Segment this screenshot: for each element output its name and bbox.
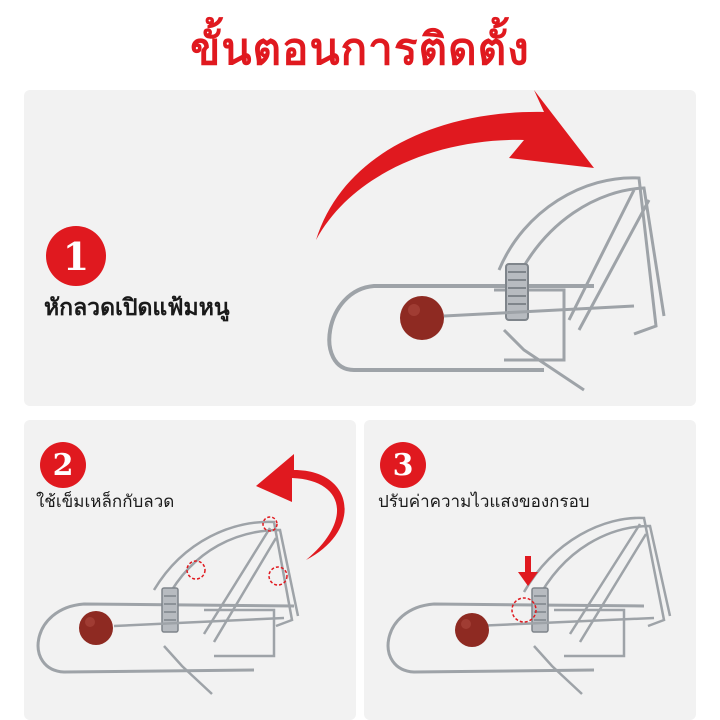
- step-3-panel: 3 ปรับค่าความไวแสงของกรอบ: [364, 420, 696, 720]
- step-3-label: ปรับค่าความไวแสงของกรอบ: [378, 492, 590, 512]
- step-2-panel: 2 ใช้เข็มเหล็กกับลวด: [24, 420, 356, 720]
- curved-arrow-icon: [316, 90, 594, 240]
- trap-illustration: [386, 516, 672, 695]
- curved-arrow-icon: [256, 454, 345, 560]
- step-2-label: ใช้เข็มเหล็กกับลวด: [36, 492, 175, 512]
- step-1-label: หักลวดเปิดแฟ้มหนู: [44, 295, 230, 321]
- step-3-number-badge: 3: [380, 442, 426, 488]
- dashed-circle-marker: [511, 597, 537, 623]
- step-1-number-badge: 1: [46, 226, 106, 286]
- step-1-panel: 1 หักลวดเปิดแฟ้มหนู: [24, 90, 696, 406]
- dashed-circle-marker: [186, 560, 206, 580]
- dashed-circle-marker: [262, 516, 278, 532]
- trap-illustration: [36, 454, 345, 695]
- down-arrow-icon: [518, 556, 538, 586]
- bait-ball: [79, 611, 113, 645]
- step-2-number-badge: 2: [40, 442, 86, 488]
- dashed-circle-marker: [268, 566, 288, 586]
- bait-ball: [455, 613, 489, 647]
- page-title: ขั้นตอนการติดตั้ง: [190, 24, 530, 75]
- trap-illustration: [316, 90, 666, 392]
- bait-ball: [400, 296, 444, 340]
